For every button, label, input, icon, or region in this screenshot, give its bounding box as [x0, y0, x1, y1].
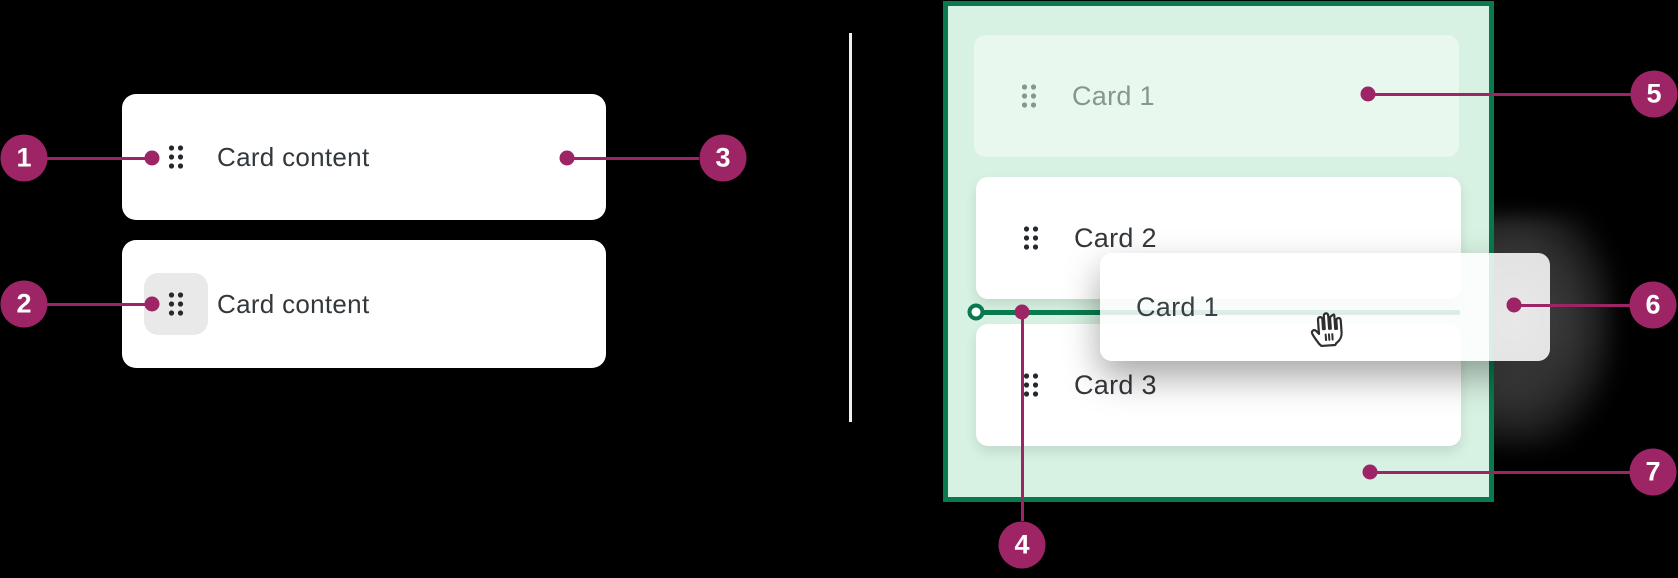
callout-3-line: [567, 156, 699, 160]
callout-number: 5: [1646, 78, 1662, 109]
callout-1-line: [47, 156, 152, 160]
callout-number: 2: [16, 288, 32, 319]
card-ghost-placeholder: Card 1: [974, 35, 1459, 157]
card-label: Card 3: [1074, 369, 1157, 400]
drag-handle[interactable]: [1022, 372, 1040, 398]
grip-dots-icon: [168, 145, 184, 169]
callout-7: 7: [1629, 448, 1677, 496]
callout-number: 6: [1645, 289, 1661, 320]
grip-dots-icon: [168, 292, 184, 316]
section-divider: [849, 33, 852, 422]
callout-2: 2: [0, 280, 48, 328]
drop-zone[interactable]: Card 1 Card 2: [943, 1, 1494, 502]
card-handle-hover[interactable]: Card content: [122, 240, 606, 368]
callout-number: 4: [1014, 529, 1030, 560]
drag-handle[interactable]: [167, 144, 185, 170]
callout-6-line: [1514, 303, 1630, 307]
callout-4: 4: [998, 521, 1046, 569]
card-label: Card 2: [1074, 222, 1157, 253]
grab-cursor-icon: [1304, 307, 1347, 357]
callout-4-dot: [1014, 304, 1030, 320]
callout-7-line: [1370, 470, 1630, 474]
grip-dots-icon: [1023, 226, 1039, 250]
callout-1: 1: [0, 134, 48, 182]
card-label: Card content: [217, 288, 370, 319]
card-label: Card 1: [1136, 291, 1219, 322]
card-default[interactable]: Card content: [122, 94, 606, 220]
callout-number: 1: [16, 142, 32, 173]
callout-number: 7: [1645, 456, 1661, 487]
callout-5: 5: [1630, 70, 1678, 118]
callout-5-dot: [1360, 86, 1376, 102]
callout-6: 6: [1629, 281, 1677, 329]
drag-handle[interactable]: [1022, 225, 1040, 251]
callout-3-dot: [559, 150, 575, 166]
grip-dots-icon: [1023, 373, 1039, 397]
callout-2-line: [47, 302, 152, 306]
callout-number: 3: [715, 142, 731, 173]
callout-3: 3: [699, 134, 747, 182]
drag-handle: [1020, 83, 1038, 109]
drop-indicator-circle: [967, 303, 985, 321]
callout-2-dot: [144, 296, 160, 312]
card-label: Card 1: [1072, 80, 1155, 111]
callout-7-dot: [1362, 464, 1378, 480]
callout-6-dot: [1506, 297, 1522, 313]
callout-5-line: [1368, 92, 1631, 96]
callout-1-dot: [144, 150, 160, 166]
card-label: Card content: [217, 141, 370, 172]
grip-dots-icon: [1021, 84, 1037, 108]
callout-4-line: [1020, 312, 1024, 521]
